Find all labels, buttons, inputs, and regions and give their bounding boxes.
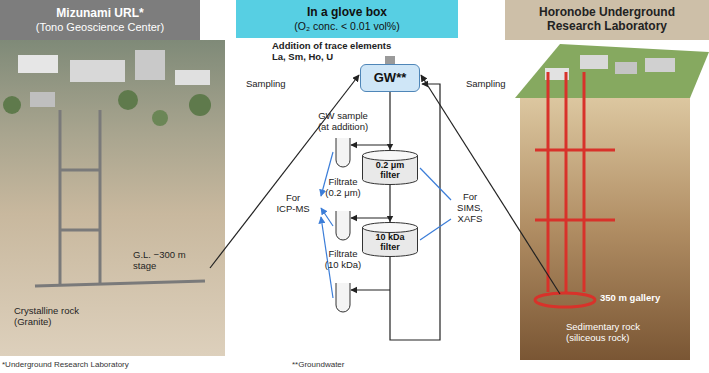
filter-cylinder: 10 kDa filter <box>362 222 418 257</box>
stage-tunnel <box>60 169 100 172</box>
rock-label: (siliceous rock) <box>566 333 629 344</box>
footnote: **Groundwater <box>292 360 344 369</box>
sampling-arrow <box>421 75 560 294</box>
sampling-arrow <box>210 75 359 268</box>
arrow-label: Sampling <box>466 79 506 90</box>
gallery <box>535 219 615 222</box>
rock-label: (Granite) <box>14 317 51 328</box>
node-title: 10 kDa filter <box>366 232 414 253</box>
site-header: Mizunami URL*(Tono Geoscience Center) <box>0 0 200 40</box>
tree <box>118 90 138 110</box>
ground-surface <box>515 44 709 98</box>
building <box>175 70 210 85</box>
building <box>580 55 608 69</box>
tree <box>3 96 21 114</box>
site-photo <box>0 40 225 356</box>
rock-label: Sedimentary rock <box>566 322 640 333</box>
shaft <box>547 72 550 292</box>
sample-label: Filtrate <box>328 177 357 188</box>
analysis-leader <box>420 219 451 240</box>
flow-arrow <box>387 185 393 222</box>
sample-label: Filtrate <box>328 249 357 260</box>
flow-line <box>390 84 440 340</box>
sample-label: (0.2 μm) <box>325 188 361 199</box>
stage-tunnel <box>35 281 205 286</box>
gallery <box>535 293 595 307</box>
branch-line <box>351 144 390 145</box>
analysis-arrow <box>321 208 333 226</box>
building <box>135 50 165 80</box>
shaft <box>59 110 62 285</box>
shaft <box>565 72 568 292</box>
test-tube <box>336 211 350 240</box>
cylinder-top <box>363 151 418 161</box>
site-header: Horonobe UndergroundResearch Laboratory <box>505 0 709 40</box>
addition-port <box>385 56 395 64</box>
process-note: La, Sm, Ho, U <box>272 52 333 63</box>
footnote: *Underground Research Laboratory <box>2 360 129 369</box>
node-subtitle: Research Laboratory <box>547 20 667 34</box>
shaft <box>583 72 586 292</box>
branch-line <box>351 289 390 290</box>
flow-line <box>389 92 390 150</box>
rock-label: Crystalline rock <box>14 306 79 317</box>
sample-label: (10 kDa) <box>325 260 361 271</box>
node-subtitle: (O₂ conc. < 0.01 vol%) <box>294 20 399 32</box>
tree <box>152 110 168 126</box>
node-title: Horonobe Underground <box>539 6 675 20</box>
analysis-label: ICP-MS <box>276 204 309 215</box>
tree <box>189 94 211 116</box>
condition-header: In a glove box(O₂ conc. < 0.01 vol%) <box>236 0 458 38</box>
node-title: 0.2 μm filter <box>366 160 414 181</box>
sample-label: (at addition) <box>318 122 368 133</box>
sample-label: GW sample <box>318 111 368 122</box>
analysis-label: For <box>463 192 477 203</box>
process-note: Addition of trace elements <box>272 41 391 52</box>
cylinder-top <box>363 223 418 233</box>
building <box>30 92 55 107</box>
test-tube <box>336 283 350 312</box>
filter-cylinder: 0.2 μm filter <box>362 150 418 185</box>
depth-label: stage <box>133 261 156 272</box>
flow-arrow <box>387 92 393 150</box>
analysis-leader <box>420 168 451 200</box>
shaft <box>99 110 102 285</box>
test-tube <box>336 138 350 167</box>
analysis-label: XAFS <box>458 214 483 225</box>
stage-tunnel <box>60 229 100 232</box>
arrow-head <box>387 144 393 150</box>
building <box>70 60 125 82</box>
node-title: In a glove box <box>307 6 387 20</box>
analysis-label: SIMS, <box>457 203 483 214</box>
rock-block <box>520 98 690 360</box>
branch-line <box>351 217 390 218</box>
groundwater-vessel: GW** <box>360 64 420 92</box>
arrow-head <box>387 216 393 222</box>
building <box>645 58 675 72</box>
analysis-label: For <box>286 193 300 204</box>
building <box>615 62 637 74</box>
node-title: GW** <box>374 71 407 86</box>
arrow-label: Sampling <box>246 79 286 90</box>
depth-label: G.L. −300 m <box>133 250 186 261</box>
depth-label: 350 m gallery <box>600 293 660 304</box>
node-subtitle: (Tono Geoscience Center) <box>36 21 164 34</box>
building <box>18 55 58 73</box>
node-title: Mizunami URL* <box>56 7 143 21</box>
gallery <box>535 149 615 152</box>
